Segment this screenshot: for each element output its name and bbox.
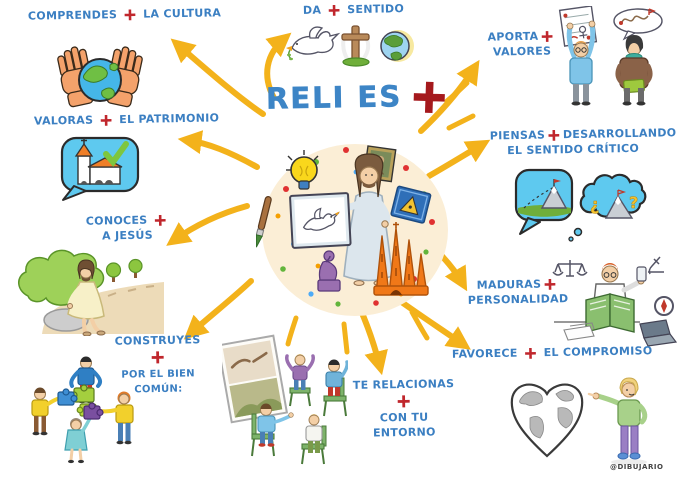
book-icon — [390, 185, 432, 224]
arrow-to-conoces — [166, 203, 250, 246]
sagrada-familia-icon — [373, 222, 429, 296]
kid-teal-dress-girl — [64, 402, 104, 464]
piensas-pre: PIENSAS — [489, 128, 546, 143]
arrow-to-valoras — [177, 130, 260, 170]
hands-globe-icon — [57, 46, 143, 108]
comprendes-plus-icon: + — [123, 4, 138, 25]
aporta-pre: APORTA — [487, 29, 539, 44]
artist-signature: @DIBUJARIO — [610, 463, 664, 471]
group-circle-chairs-icon — [222, 334, 348, 465]
favorece-post: EL COMPROMISO — [543, 344, 653, 360]
open-book-icon — [585, 293, 635, 333]
sun-rays — [285, 80, 476, 355]
critical-thinking-bubbles-icon: ¿ ? — [514, 168, 647, 242]
chair-kid-purple — [285, 354, 315, 407]
woman-with-tablet — [615, 35, 653, 106]
da-pre: DA — [302, 3, 322, 17]
dove-icon — [286, 26, 341, 61]
conoces-pre: CONOCES — [85, 213, 148, 228]
center-plus-icon: + — [408, 67, 451, 125]
comprendes-pre: COMPRENDES — [27, 8, 118, 23]
heart-world-icon — [510, 383, 584, 458]
paintbrush-icon — [256, 196, 272, 248]
cross-icon — [341, 25, 371, 67]
student-studying-icon — [552, 256, 678, 347]
question-close-glyph: ? — [629, 193, 638, 212]
da-sentido-label: DA + SENTIDO — [302, 0, 405, 20]
artwork-picture — [222, 334, 289, 424]
church-speech-bubble-icon — [60, 136, 140, 201]
people-sharing-values-icon — [558, 6, 663, 106]
globe-icon — [78, 58, 122, 102]
globe-icon-2 — [380, 30, 414, 62]
valoras-post: EL PATRIMONIO — [119, 111, 220, 127]
boy-holding-sign — [558, 6, 598, 106]
te-relacionas-post: CON TU ENTORNO — [372, 410, 436, 440]
favorece-plus-icon: + — [523, 343, 538, 363]
arrow-to-da-sentido — [264, 32, 292, 101]
chair-kid-blue-red — [323, 359, 348, 417]
lightbulb-icon — [286, 150, 319, 190]
question-open-glyph: ¿ — [590, 195, 599, 214]
chair-kid-lightblue — [251, 403, 294, 457]
check-icon — [103, 141, 129, 167]
thought-cloud-questions: ¿ ? — [568, 173, 647, 242]
dove-cross-globe-icon — [286, 25, 414, 67]
jesus-seated-figure — [67, 259, 106, 336]
valoras-plus-icon: + — [99, 110, 114, 130]
kid-yellow-shirt — [31, 387, 78, 436]
arrow-to-piensas — [426, 139, 491, 179]
piensas-post2: EL SENTIDO CRÍTICO — [507, 141, 640, 157]
conoces-plus-icon: + — [153, 210, 168, 230]
piensas-plus-icon: + — [547, 125, 562, 145]
center-title: RELI ES — [265, 79, 403, 116]
trees — [105, 258, 143, 282]
church-icon — [74, 138, 123, 185]
speech-bubble-mountain — [514, 168, 574, 235]
speech-bubble-path — [613, 8, 663, 41]
laptop-icon — [639, 319, 678, 347]
te-relacionas-pre: TE RELACIONAS — [352, 377, 455, 392]
thinker-statue-icon — [317, 250, 341, 292]
piensas-label: PIENSAS+DESARROLLANDO EL SENTIDO CRÍTICO — [489, 125, 677, 160]
jesus-sitting-icon — [18, 249, 164, 336]
microscope-icon — [648, 256, 664, 275]
te-relacionas-plus-icon: + — [395, 390, 412, 412]
da-plus-icon: + — [327, 0, 342, 20]
kid-blue-shirt — [69, 356, 103, 404]
construyes-pre: CONSTRUYES — [114, 333, 201, 348]
dove-board-icon — [289, 192, 352, 249]
heart-world-girl-icon — [510, 377, 648, 465]
scales-icon — [552, 260, 588, 277]
arrow-to-construyes — [183, 278, 254, 340]
center-node-title: RELI ES + — [265, 67, 451, 125]
piensas-post: DESARROLLANDO — [562, 126, 677, 142]
favorece-pre: FAVORECE — [451, 346, 518, 361]
valoras-pre: VALORAS — [33, 113, 94, 128]
comprendes-post: LA CULTURA — [143, 6, 222, 21]
pointing-girl-figure — [587, 377, 648, 465]
te-relacionas-label: TE RELACIONAS + CON TU ENTORNO — [351, 377, 456, 442]
compass-icon — [654, 296, 674, 316]
center-illustration — [256, 144, 448, 316]
da-post: SENTIDO — [347, 2, 405, 17]
arrow-to-comprendes — [170, 38, 266, 117]
papers-icon — [563, 322, 595, 341]
maduras-pre: MADURAS — [476, 277, 542, 292]
chair-kid-white-green — [301, 414, 327, 465]
kids-puzzle-icon — [31, 356, 134, 464]
